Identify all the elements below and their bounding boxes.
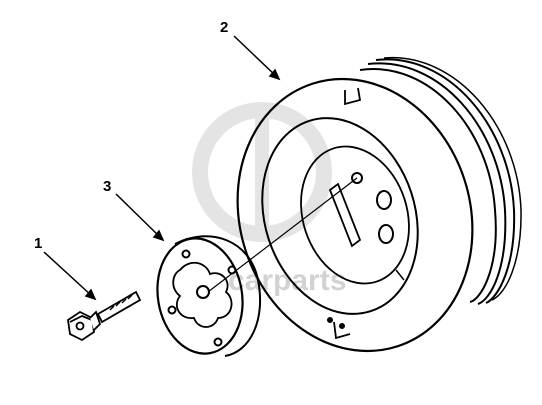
pulley-bore — [300, 145, 410, 285]
pulley-hole — [351, 172, 363, 184]
hub-cutout — [172, 261, 233, 328]
callout-label-3: 3 — [103, 178, 111, 195]
arrowhead — [84, 288, 97, 301]
watermark-ring — [192, 102, 332, 242]
pulley-notch-bottom — [333, 321, 351, 340]
pulley-hole — [378, 224, 394, 244]
bolt-head-center — [75, 321, 85, 331]
hub-flange — [156, 235, 262, 357]
callout-label-1: 1 — [34, 235, 42, 252]
callout-label-2: 2 — [220, 19, 228, 36]
bolt-washer — [89, 310, 102, 331]
arrowhead — [152, 229, 165, 242]
assembly-centerline — [207, 177, 358, 293]
hub-hole — [181, 249, 191, 259]
bolt-thread — [109, 294, 133, 311]
hub-hole — [167, 305, 177, 315]
pulley-keyway — [328, 182, 362, 248]
pulley-notch-top — [344, 87, 362, 106]
crankshaft-pulley — [236, 57, 522, 353]
callout-leaders — [43, 35, 281, 301]
pulley-hole — [376, 190, 392, 210]
bolt — [67, 290, 142, 342]
watermark-logo — [192, 102, 332, 242]
pulley-outer-rim — [236, 77, 474, 353]
pulley-inner-rim — [261, 117, 419, 315]
arrowhead — [268, 68, 281, 81]
bolt-shank — [96, 290, 142, 324]
hub-center-hole — [196, 285, 210, 299]
watermark-text: carparts — [228, 264, 346, 297]
hub-hole — [213, 337, 223, 347]
